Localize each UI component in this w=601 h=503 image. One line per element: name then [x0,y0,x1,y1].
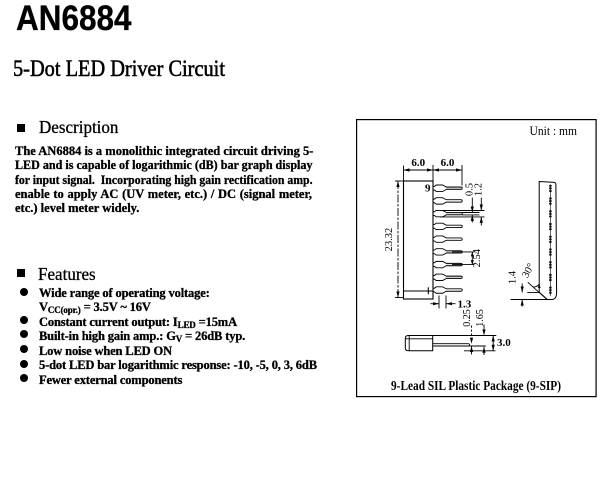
svg-text:1.65: 1.65 [475,309,486,327]
svg-text:6.0: 6.0 [411,157,425,169]
svg-text:3.0: 3.0 [497,337,511,349]
svg-text:1.3: 1.3 [458,298,472,310]
svg-text:0.25: 0.25 [462,309,473,327]
svg-text:1.2: 1.2 [473,183,484,196]
svg-text:9-Lead SIL Plastic Package (9-: 9-Lead SIL Plastic Package (9-SIP) [391,378,561,393]
svg-text:0.5: 0.5 [464,183,475,196]
svg-text:6.0: 6.0 [441,157,455,169]
svg-text:1.4: 1.4 [508,270,519,284]
svg-text:23.32: 23.32 [384,228,395,252]
svg-text:9: 9 [425,183,431,195]
svg-text:30°: 30° [520,262,537,280]
svg-text:2.54: 2.54 [472,248,483,267]
svg-text:Unit : mm: Unit : mm [530,124,578,138]
